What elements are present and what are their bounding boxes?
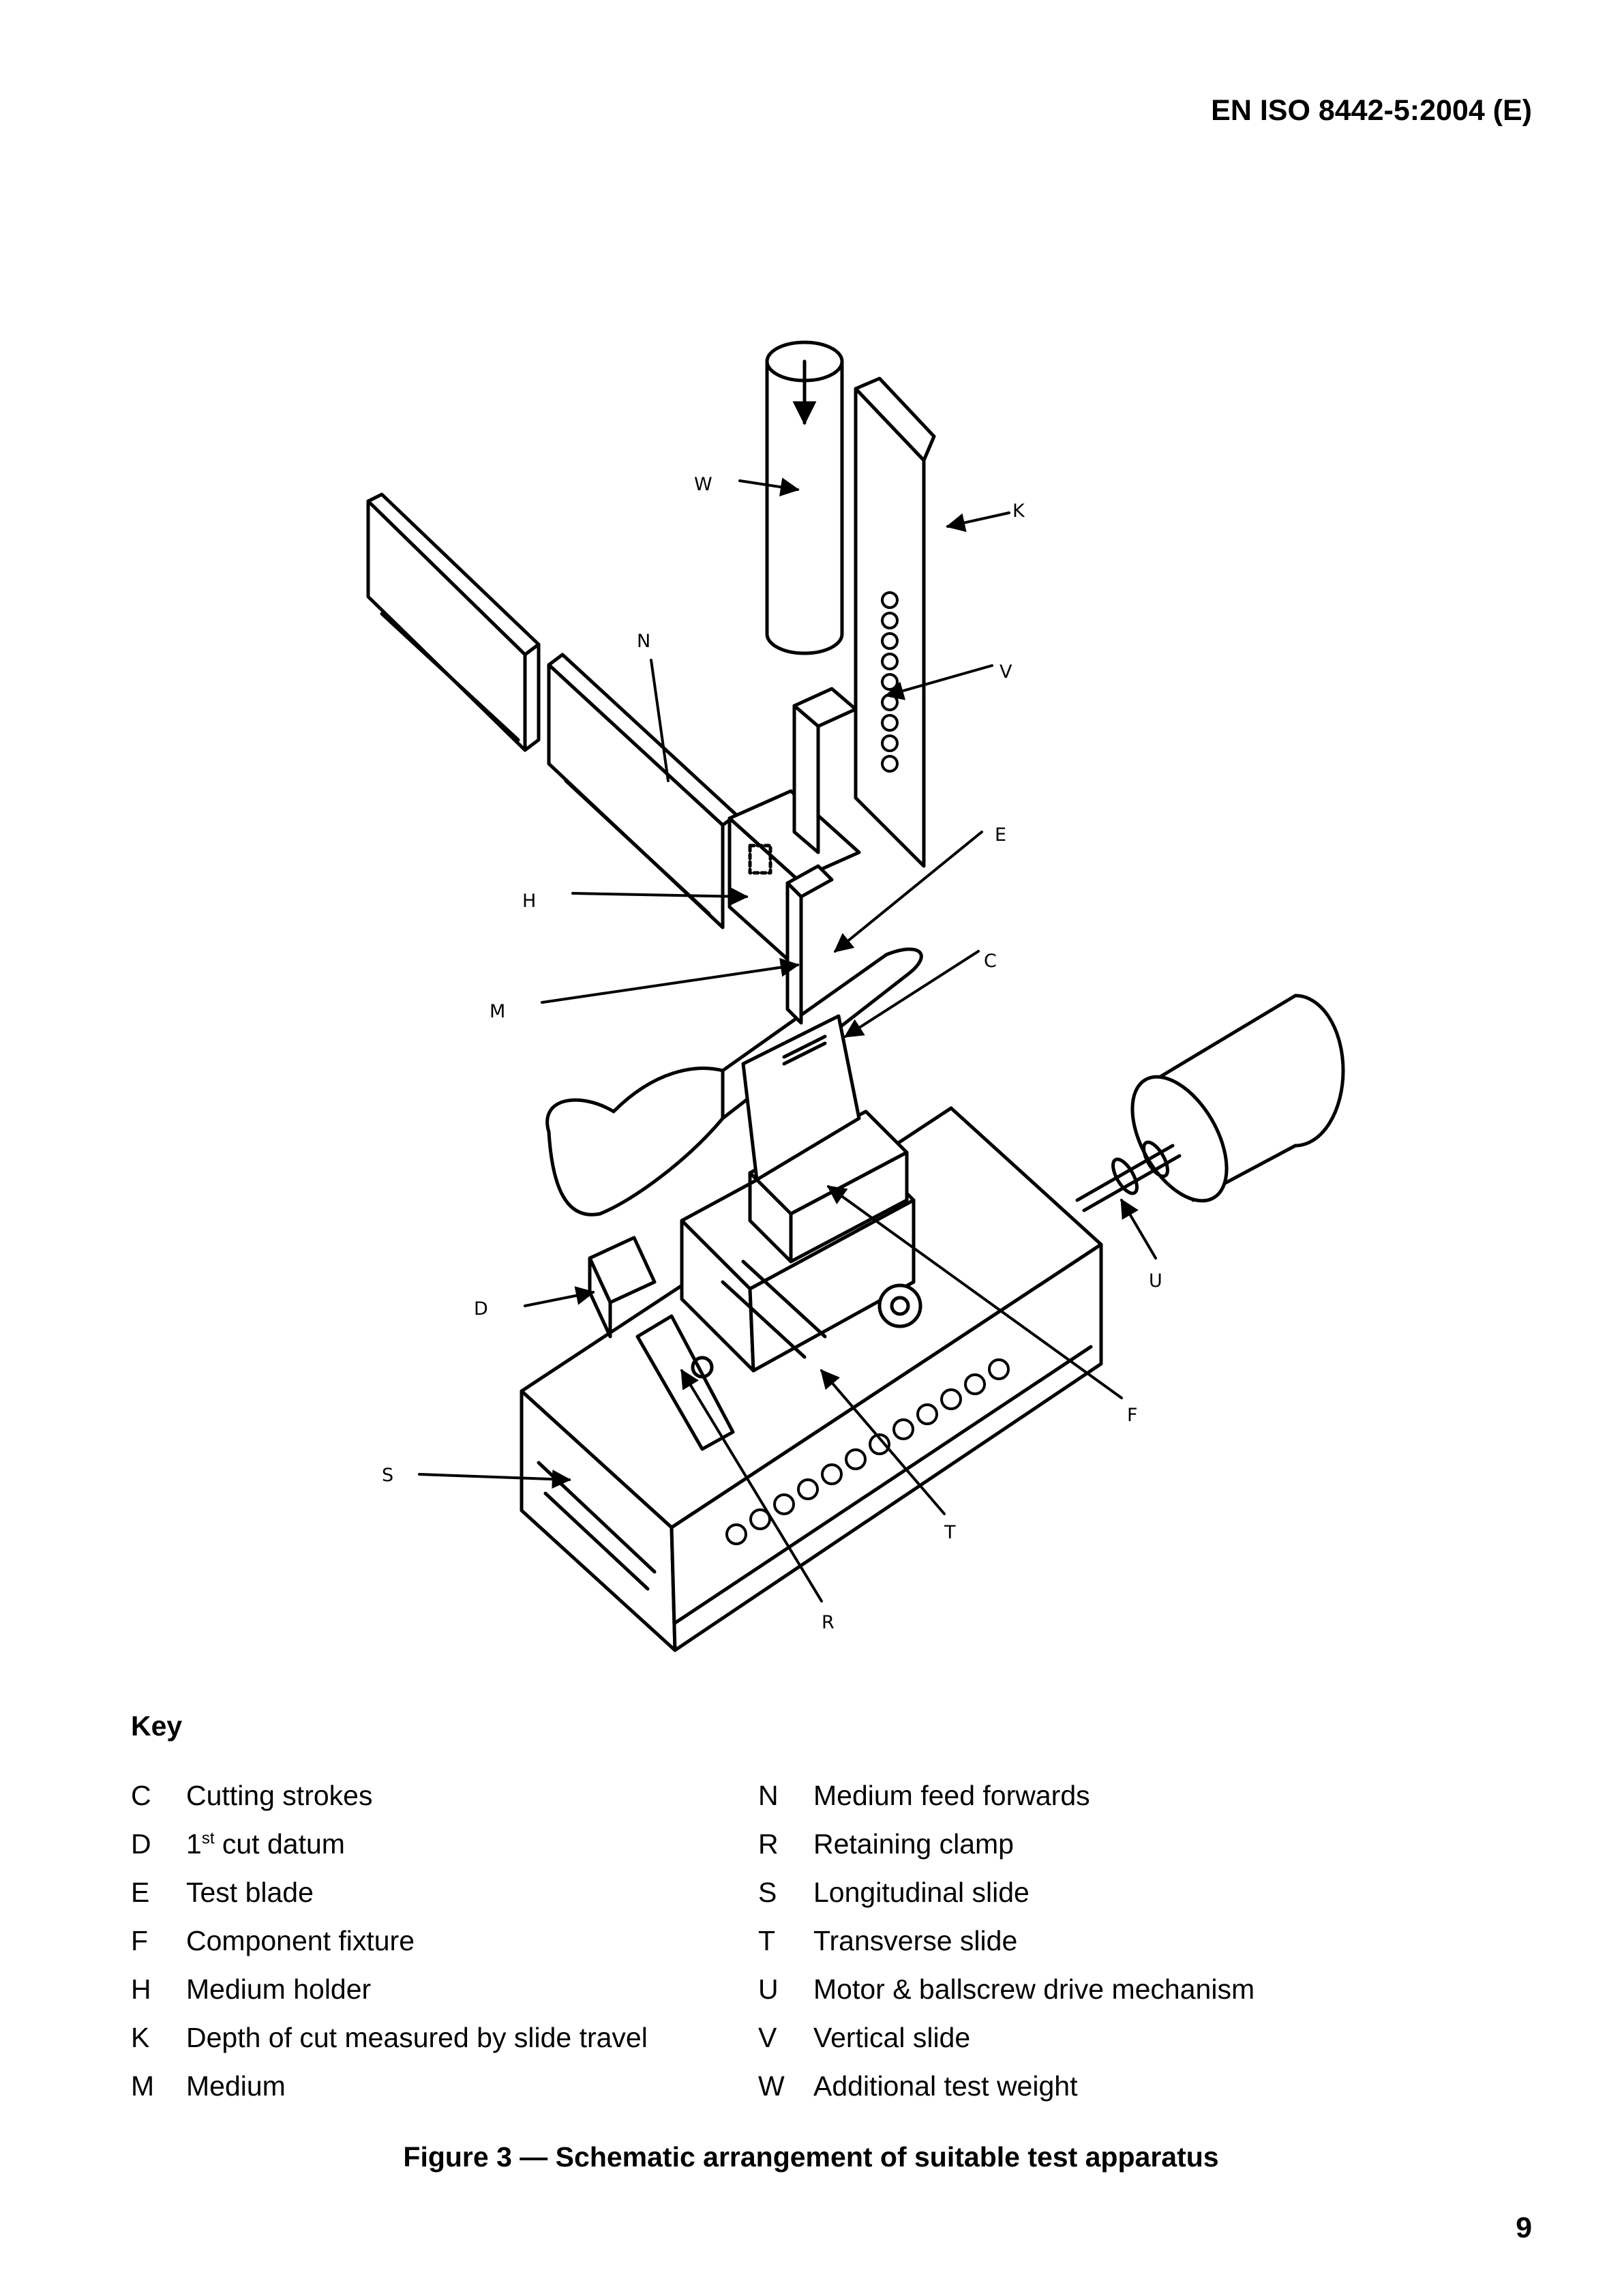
key-description: Medium feed forwards <box>813 1780 1090 1811</box>
label-v: V <box>1000 661 1012 683</box>
label-s: S <box>382 1465 393 1486</box>
key-row: H Medium holder <box>131 1965 648 2014</box>
key-description: Longitudinal slide <box>813 1877 1030 1908</box>
key-letter: U <box>758 1973 779 2005</box>
medium-holder <box>727 687 861 970</box>
motor-drive <box>1075 994 1345 1212</box>
key-row: K Depth of cut measured by slide travel <box>131 2014 648 2062</box>
key-letter: N <box>758 1780 779 1811</box>
key-row: S Longitudinal slide <box>758 1868 1255 1917</box>
key-letter: H <box>131 1973 151 2005</box>
key-letter: F <box>131 1925 149 1956</box>
key-row: N Medium feed forwards <box>758 1772 1255 1820</box>
label-u: U <box>1149 1270 1162 1292</box>
key-row: R Retaining clamp <box>758 1820 1255 1868</box>
key-row: E Test blade <box>131 1868 648 1917</box>
key-letter: S <box>758 1877 777 1908</box>
key-description: Component fixture <box>186 1925 415 1956</box>
key-row: T Transverse slide <box>758 1917 1255 1965</box>
label-m: M <box>490 1001 505 1022</box>
key-letter: V <box>758 2022 777 2053</box>
key-letter: D <box>131 1828 151 1860</box>
label-f: F <box>1127 1405 1138 1426</box>
key-description: Cutting strokes <box>186 1780 373 1811</box>
key-description: Test blade <box>186 1877 314 1908</box>
key-letter: K <box>131 2022 150 2053</box>
key-row: F Component fixture <box>131 1917 648 1965</box>
key-letter: W <box>758 2070 785 2102</box>
label-k: K <box>1012 501 1025 522</box>
label-h: H <box>522 891 536 912</box>
key-description: Depth of cut measured by slide travel <box>186 2022 648 2053</box>
key-letter: M <box>131 2070 155 2102</box>
medium-rail <box>366 492 738 929</box>
key-description: Additional test weight <box>813 2070 1078 2102</box>
standard-reference: EN ISO 8442-5:2004 (E) <box>1211 94 1532 127</box>
key-row: W Additional test weight <box>758 2062 1255 2111</box>
label-w: W <box>694 474 712 495</box>
key-description: 1st cut datum <box>186 1828 345 1860</box>
page-number: 9 <box>1516 2211 1532 2244</box>
key-description: Medium holder <box>186 1973 372 2005</box>
key-letter: E <box>131 1877 150 1908</box>
key-row: U Motor & ballscrew drive mechanism <box>758 1965 1255 2014</box>
label-n: N <box>637 631 650 652</box>
component-fixture <box>748 1109 909 1264</box>
label-e: E <box>995 824 1006 846</box>
key-row: M Medium <box>131 2062 648 2111</box>
key-letter: T <box>758 1925 776 1956</box>
figure-caption: Figure 3 — Schematic arrangement of suit… <box>403 2141 1219 2173</box>
leader-lines <box>418 477 1157 1602</box>
key-description: Retaining clamp <box>813 1828 1014 1860</box>
apparatus-schematic: W K N V E H C M D U F S T R <box>366 340 1345 1652</box>
key-row: V Vertical slide <box>758 2014 1255 2062</box>
key-row: C Cutting strokes <box>131 1772 648 1820</box>
vertical-slide <box>854 376 936 868</box>
key-description: Vertical slide <box>813 2022 971 2053</box>
label-c: C <box>984 951 997 972</box>
key-list-left: C Cutting strokes D 1st cut datum E Test… <box>131 1772 648 2111</box>
key-description: Motor & ballscrew drive mechanism <box>813 1973 1255 2005</box>
label-t: T <box>944 1522 956 1543</box>
test-weight <box>765 340 844 655</box>
key-letter: R <box>758 1828 779 1860</box>
key-list-right: N Medium feed forwards R Retaining clamp… <box>758 1772 1255 2111</box>
label-r: R <box>822 1612 835 1633</box>
label-d: D <box>474 1298 488 1320</box>
key-title: Key <box>131 1710 183 1742</box>
test-blade <box>545 947 923 1217</box>
key-letter: C <box>131 1780 151 1811</box>
medium <box>785 864 834 1025</box>
key-description: Transverse slide <box>813 1925 1018 1956</box>
key-row: D 1st cut datum <box>131 1820 648 1868</box>
key-description: Medium <box>186 2070 286 2102</box>
